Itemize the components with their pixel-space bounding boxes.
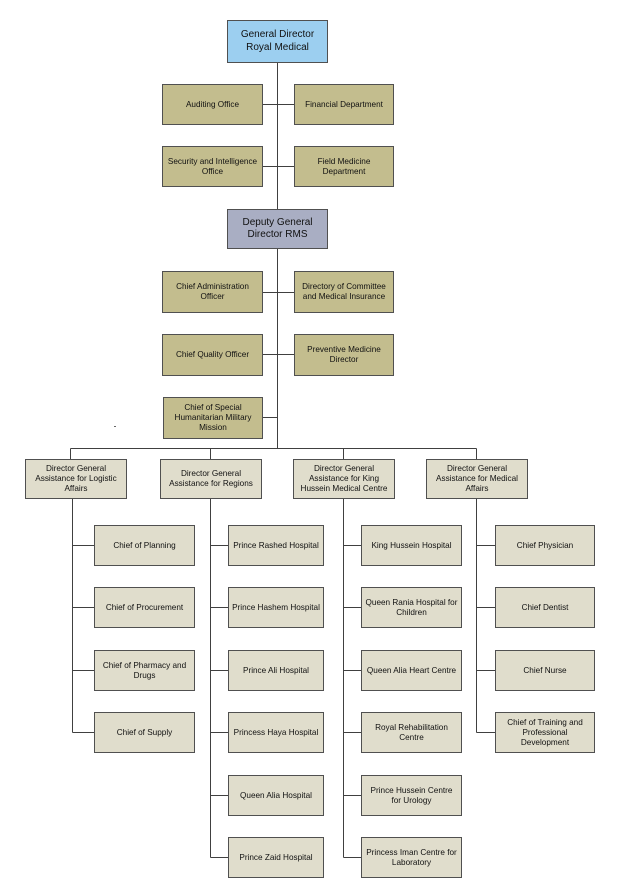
unit-box: Prince Hashem Hospital bbox=[228, 587, 324, 628]
unit-label: Chief of Training and Professional Devel… bbox=[507, 717, 583, 747]
humanitarian-mission-label: Chief of Special Humanitarian Military M… bbox=[174, 403, 252, 432]
unit-box: Prince Zaid Hospital bbox=[228, 837, 324, 878]
division-head-label: Director General Assistance for King Hus… bbox=[300, 464, 388, 493]
unit-box: Queen Rania Hospital for Children bbox=[361, 587, 462, 628]
unit-box: Queen Alia Heart Centre bbox=[361, 650, 462, 691]
unit-box: Chief Nurse bbox=[495, 650, 595, 691]
chief-admin-label: Chief Administration Officer bbox=[176, 282, 249, 301]
directory-committee-label: Directory of Committee and Medical Insur… bbox=[302, 282, 386, 301]
unit-label: Queen Alia Hospital bbox=[240, 790, 312, 800]
field-medicine-label: Field Medicine Department bbox=[317, 156, 371, 176]
unit-label: Chief Physician bbox=[516, 540, 574, 550]
humanitarian-mission-box: Chief of Special Humanitarian Military M… bbox=[163, 397, 263, 439]
stray-mark bbox=[114, 426, 116, 427]
deputy-director-label: Deputy General Director RMS bbox=[242, 216, 313, 240]
unit-box: Chief of Procurement bbox=[94, 587, 195, 628]
financial-department-label: Financial Department bbox=[305, 99, 383, 109]
unit-label: Prince Rashed Hospital bbox=[233, 540, 319, 550]
division-head-khmc: Director General Assistance for King Hus… bbox=[293, 459, 395, 499]
unit-label: Prince Zaid Hospital bbox=[239, 852, 313, 862]
general-director-label: General Director Royal Medical bbox=[240, 29, 315, 53]
security-office-label: Security and Intelligence Office bbox=[167, 156, 258, 176]
security-office-box: Security and Intelligence Office bbox=[162, 146, 263, 187]
unit-box: Royal Rehabilitation Centre bbox=[361, 712, 462, 753]
unit-label: Prince Ali Hospital bbox=[243, 665, 309, 675]
division-head-label: Director General Assistance for Medical … bbox=[436, 464, 518, 493]
unit-label: Royal Rehabilitation Centre bbox=[375, 722, 448, 742]
unit-label: Queen Rania Hospital for Children bbox=[365, 597, 458, 617]
unit-box: Princess Haya Hospital bbox=[228, 712, 324, 753]
directory-committee-box: Directory of Committee and Medical Insur… bbox=[294, 271, 394, 313]
preventive-medicine-label: Preventive Medicine Director bbox=[307, 345, 381, 364]
unit-label: Chief Dentist bbox=[521, 602, 569, 612]
unit-label: Prince Hussein Centre for Urology bbox=[370, 785, 453, 805]
chief-admin-box: Chief Administration Officer bbox=[162, 271, 263, 313]
deputy-director-box: Deputy General Director RMS bbox=[227, 209, 328, 249]
unit-box: Prince Ali Hospital bbox=[228, 650, 324, 691]
preventive-medicine-box: Preventive Medicine Director bbox=[294, 334, 394, 376]
division-head-medical: Director General Assistance for Medical … bbox=[426, 459, 528, 499]
unit-box: Chief Dentist bbox=[495, 587, 595, 628]
unit-label: Queen Alia Heart Centre bbox=[366, 665, 457, 675]
unit-label: Prince Hashem Hospital bbox=[232, 602, 320, 612]
auditing-office-box: Auditing Office bbox=[162, 84, 263, 125]
unit-label: Chief Nurse bbox=[523, 665, 567, 675]
unit-box: Chief of Training and Professional Devel… bbox=[495, 712, 595, 753]
unit-box: Prince Rashed Hospital bbox=[228, 525, 324, 566]
unit-label: Chief of Pharmacy and Drugs bbox=[102, 660, 187, 680]
unit-box: Chief Physician bbox=[495, 525, 595, 566]
unit-label: Chief of Supply bbox=[116, 727, 173, 737]
unit-label: Princess Haya Hospital bbox=[233, 727, 319, 737]
unit-box: Chief of Supply bbox=[94, 712, 195, 753]
general-director-box: General Director Royal Medical bbox=[227, 20, 328, 63]
unit-label: Princess Iman Centre for Laboratory bbox=[366, 847, 457, 867]
unit-box: Chief of Planning bbox=[94, 525, 195, 566]
division-head-logistic: Director General Assistance for Logistic… bbox=[25, 459, 127, 499]
field-medicine-box: Field Medicine Department bbox=[294, 146, 394, 187]
unit-box: Princess Iman Centre for Laboratory bbox=[361, 837, 462, 878]
chief-quality-label: Chief Quality Officer bbox=[175, 350, 250, 359]
division-head-label: Director General Assistance for Logistic… bbox=[35, 464, 117, 493]
unit-box: King Hussein Hospital bbox=[361, 525, 462, 566]
unit-box: Queen Alia Hospital bbox=[228, 775, 324, 816]
unit-box: Chief of Pharmacy and Drugs bbox=[94, 650, 195, 691]
auditing-office-label: Auditing Office bbox=[185, 99, 240, 109]
financial-department-box: Financial Department bbox=[294, 84, 394, 125]
division-head-regions: Director General Assistance for Regions bbox=[160, 459, 262, 499]
unit-label: Chief of Planning bbox=[113, 540, 176, 550]
unit-label: King Hussein Hospital bbox=[371, 540, 452, 550]
unit-label: Chief of Procurement bbox=[105, 602, 184, 612]
unit-box: Prince Hussein Centre for Urology bbox=[361, 775, 462, 816]
division-head-label: Director General Assistance for Regions bbox=[169, 469, 253, 488]
chief-quality-box: Chief Quality Officer bbox=[162, 334, 263, 376]
